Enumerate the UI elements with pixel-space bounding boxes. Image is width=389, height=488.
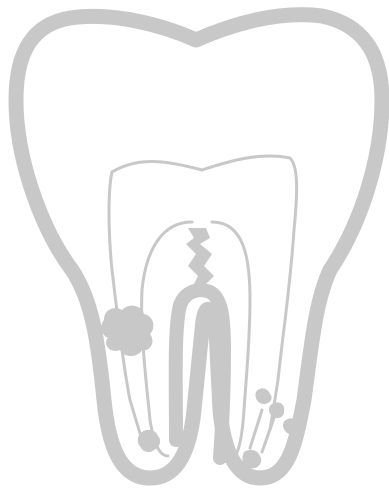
- bottom-right-blob: [242, 450, 261, 468]
- right-root-fracture-lines: [250, 410, 274, 452]
- right-root-blob-upper: [255, 388, 271, 404]
- canal-connector: [186, 228, 214, 288]
- left-lesion-blob: [101, 306, 153, 356]
